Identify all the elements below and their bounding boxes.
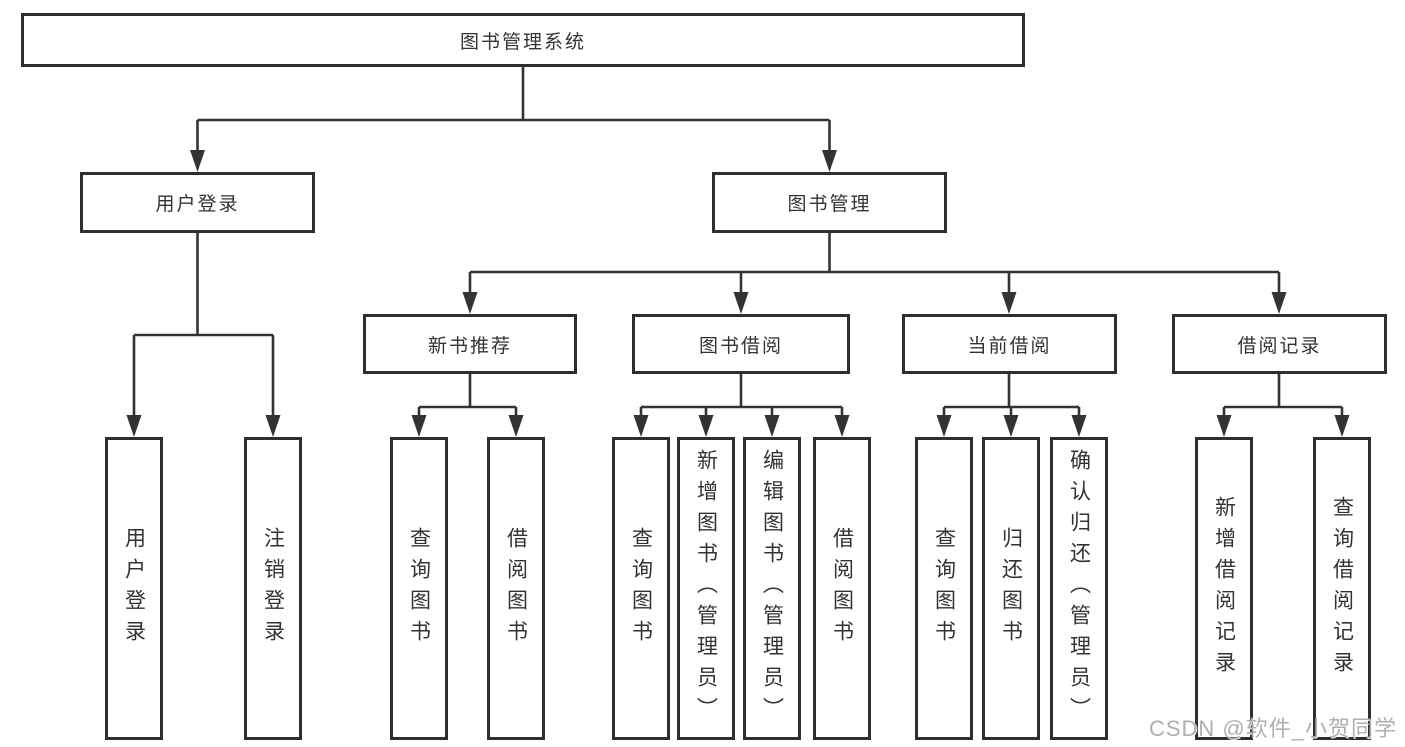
node-label: 查询借阅记录 [1330,495,1354,682]
node-book-management: 图书管理 [712,172,947,233]
node-label: 图书管理 [787,194,872,215]
node-current-borrowing: 当前借阅 [902,314,1117,374]
node-label: 确认归还（管理员） [1067,449,1091,728]
leaf-confirm-return-admin: 确认归还（管理员） [1050,437,1108,740]
arrow-icon [462,292,478,314]
node-label: 查询图书 [629,526,653,651]
node-label: 查询图书 [932,526,956,651]
leaf-query-books-1: 查询图书 [390,437,448,740]
arrow-icon [265,415,281,437]
node-user-login-branch: 用户登录 [80,172,315,233]
arrow-icon [834,415,850,437]
leaf-user-login: 用户登录 [105,437,163,740]
leaf-borrow-books-2: 借阅图书 [813,437,871,740]
arrow-icon [1071,415,1087,437]
arrow-icon [508,415,524,437]
leaf-query-books-2: 查询图书 [612,437,670,740]
node-library-management-system: 图书管理系统 [21,13,1025,67]
arrow-icon [733,292,749,314]
node-label: 用户登录 [122,526,146,651]
leaf-query-books-3: 查询图书 [915,437,973,740]
node-label: 新增图书（管理员） [694,449,718,728]
arrow-icon [1271,292,1287,314]
arrow-icon [698,415,714,437]
node-label: 用户登录 [155,194,240,215]
leaf-borrow-books-1: 借阅图书 [487,437,545,740]
arrow-icon [1216,415,1232,437]
arrow-icon [411,415,427,437]
node-label: 图书借阅 [698,335,783,357]
leaf-logout: 注销登录 [244,437,302,740]
leaf-edit-book-admin: 编辑图书（管理员） [743,437,801,740]
node-label: 查询图书 [407,526,431,651]
node-label: 编辑图书（管理员） [760,449,784,728]
node-label: 借阅图书 [830,526,854,651]
arrow-icon [633,415,649,437]
leaf-add-borrow-record: 新增借阅记录 [1195,437,1253,740]
node-book-borrowing: 图书借阅 [632,314,850,374]
node-label: 新增借阅记录 [1212,495,1236,682]
arrow-icon [190,150,205,172]
node-label: 注销登录 [261,526,285,651]
leaf-return-book: 归还图书 [982,437,1040,740]
csdn-watermark: CSDN @软件_小贺同学 [1148,716,1397,741]
arrow-icon [1334,415,1350,437]
node-label: 当前借阅 [967,335,1052,357]
node-label: 新书推荐 [427,335,512,357]
node-borrow-records: 借阅记录 [1172,314,1387,374]
node-label: 归还图书 [999,526,1023,651]
node-new-book-recommend: 新书推荐 [363,314,577,374]
node-label: 借阅图书 [504,526,528,651]
arrow-icon [126,415,142,437]
node-label: 图书管理系统 [459,31,586,53]
arrow-icon [936,415,952,437]
arrow-icon [822,150,837,172]
leaf-query-borrow-record: 查询借阅记录 [1313,437,1371,740]
node-label: 借阅记录 [1237,335,1322,357]
arrow-icon [764,415,780,437]
arrow-icon [1003,415,1019,437]
leaf-add-book-admin: 新增图书（管理员） [677,437,735,740]
arrow-icon [1001,292,1017,314]
